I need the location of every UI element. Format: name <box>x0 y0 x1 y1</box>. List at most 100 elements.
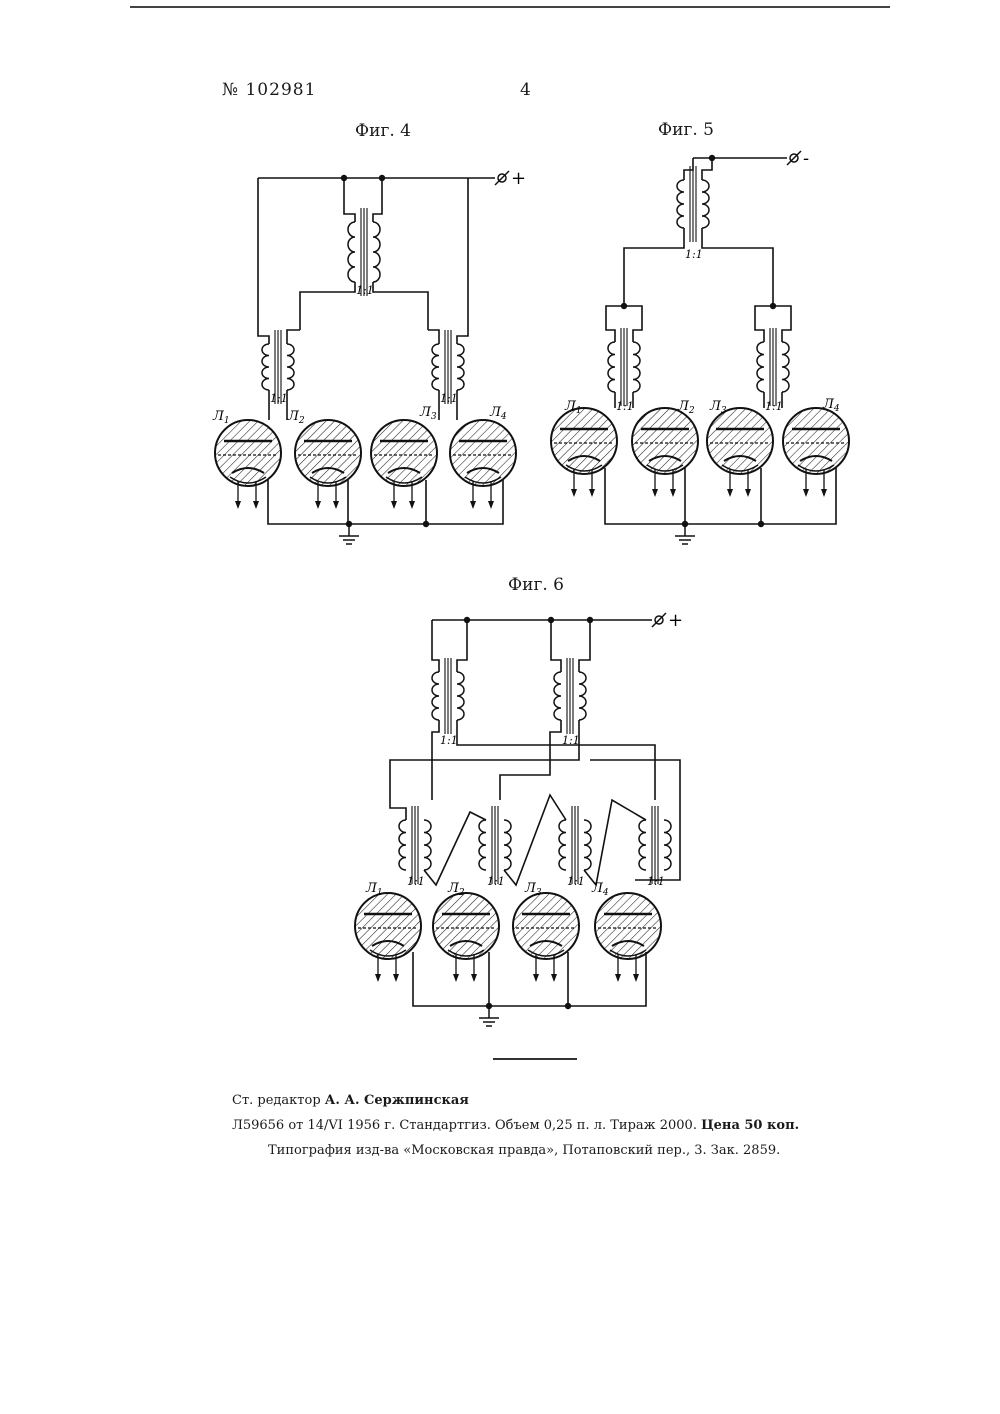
transformer: 1:1 <box>757 328 789 413</box>
arrow-head <box>253 501 259 509</box>
tube-envelope <box>551 408 617 474</box>
wire <box>684 158 693 180</box>
transformer: 1:1 <box>432 658 464 747</box>
tube-label: Л3 <box>709 399 727 416</box>
wire <box>300 282 355 330</box>
secondary-winding <box>457 344 464 390</box>
secondary-winding <box>664 820 671 870</box>
fig4-circuit: +1:1 1:1 1:1Л1 Л2 Л3 Л4 <box>212 168 526 544</box>
editor-prefix: Ст. редактор <box>232 1093 321 1108</box>
wire <box>287 330 300 344</box>
secondary-winding <box>633 342 640 392</box>
tube-4: Л4 <box>591 881 661 982</box>
primary-winding <box>479 820 486 870</box>
publication-details: Л59656 от 14/VI 1956 г. Стандартгиз. Объ… <box>232 1118 697 1133</box>
arrow-head <box>391 501 397 509</box>
tube-label: Л2 <box>287 409 305 426</box>
ratio-label: 1:1 <box>440 734 458 747</box>
polarity-label: + <box>511 168 526 189</box>
tube-envelope <box>433 893 499 959</box>
tube-envelope <box>355 893 421 959</box>
arrow-head <box>315 501 321 509</box>
footer-rule <box>493 1058 577 1060</box>
tube-label: Л3 <box>419 405 437 422</box>
tube-label: Л1 <box>564 399 582 416</box>
wire <box>605 468 836 524</box>
tube-envelope <box>215 420 281 486</box>
arrow-head <box>571 489 577 497</box>
arrow-head <box>453 974 459 982</box>
arrow-head <box>488 501 494 509</box>
tube-label: Л1 <box>212 409 230 426</box>
ratio-label: 1:1 <box>270 392 288 405</box>
wire <box>551 620 561 672</box>
primary-winding <box>608 342 615 392</box>
transformer: 1:1 <box>677 166 709 261</box>
tube-label: Л3 <box>524 881 542 898</box>
tube-label: Л4 <box>822 397 840 414</box>
ratio-label: 1:1 <box>685 248 703 261</box>
tube-label: Л4 <box>489 405 507 422</box>
arrow-head <box>633 974 639 982</box>
tube-envelope <box>371 420 437 486</box>
arrow-head <box>333 501 339 509</box>
tube-1: Л1 <box>355 881 421 982</box>
ratio-label: 1:1 <box>440 392 458 405</box>
ratio-label: 1:1 <box>647 875 665 888</box>
junction-dot <box>565 1003 571 1009</box>
wire <box>344 178 355 222</box>
tube-2: Л2 <box>632 399 698 497</box>
price-text: Цена 50 коп. <box>701 1118 799 1133</box>
wire <box>373 282 428 330</box>
transformer: 1:1 <box>608 328 640 413</box>
wire <box>424 812 486 885</box>
arrow-head <box>615 974 621 982</box>
transformer: 1:1 <box>399 806 431 888</box>
transformer: 1:1 <box>348 208 380 297</box>
wire <box>579 620 590 672</box>
arrow-head <box>409 501 415 509</box>
tube-envelope <box>450 420 516 486</box>
primary-winding <box>399 820 406 870</box>
primary-winding <box>677 180 684 228</box>
tube-envelope <box>783 408 849 474</box>
editor-name: А. А. Сержпинская <box>325 1093 469 1108</box>
tube-1: Л1 <box>212 409 281 509</box>
arrow-head <box>745 489 751 497</box>
transformer: 1:1 <box>262 330 294 405</box>
tube-label: Л2 <box>677 399 695 416</box>
tube-label: Л1 <box>365 881 383 898</box>
wire <box>390 800 406 820</box>
secondary-winding <box>373 222 380 282</box>
ground-symbol <box>479 1006 499 1026</box>
transformer: 1:1 <box>559 806 591 888</box>
wire <box>457 620 467 672</box>
wire <box>258 178 269 344</box>
secondary-winding <box>424 820 431 870</box>
ratio-label: 1:1 <box>487 875 505 888</box>
ratio-label: 1:1 <box>765 400 783 413</box>
arrow-head <box>803 489 809 497</box>
primary-winding <box>554 672 561 720</box>
tube-envelope <box>295 420 361 486</box>
wire <box>504 795 566 885</box>
arrow-head <box>471 974 477 982</box>
arrow-head <box>393 974 399 982</box>
wire <box>624 228 684 306</box>
tube-4: Л4 <box>783 397 849 497</box>
arrow-head <box>727 489 733 497</box>
tube-envelope <box>707 408 773 474</box>
arrow-head <box>375 974 381 982</box>
tube-4: Л4 <box>450 405 516 509</box>
power-terminal: + <box>495 168 526 189</box>
wire <box>584 800 646 885</box>
arrow-head <box>589 489 595 497</box>
arrow-head <box>235 501 241 509</box>
arrow-head <box>470 501 476 509</box>
wire <box>702 158 712 180</box>
arrow-head <box>533 974 539 982</box>
primary-winding <box>432 672 439 720</box>
wire <box>702 228 773 306</box>
wire <box>432 620 439 672</box>
secondary-winding <box>504 820 511 870</box>
